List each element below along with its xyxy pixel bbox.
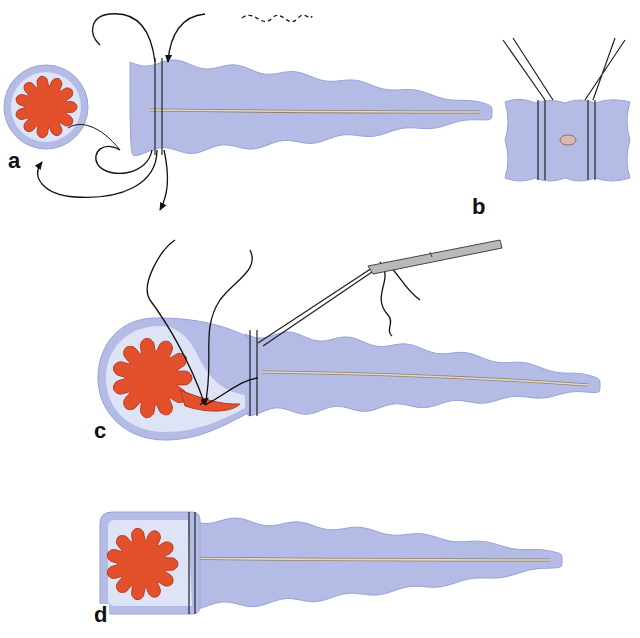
- mucosa: [180, 390, 240, 411]
- suture-line: [594, 100, 595, 180]
- panel-label: a: [6, 150, 22, 172]
- flap-b: [503, 38, 625, 100]
- lumen-opening: [560, 135, 576, 145]
- panel-label: d: [92, 604, 109, 626]
- lumen-line: [262, 372, 588, 385]
- panel-label: b: [470, 196, 487, 218]
- tube-flap: [245, 332, 600, 416]
- suture-line: [194, 512, 195, 614]
- stoma-ring: [4, 65, 88, 149]
- mucosa: [113, 338, 192, 417]
- lumen-line: [160, 558, 550, 560]
- stoma-inner: [11, 72, 81, 142]
- mucosa: [107, 528, 178, 599]
- suture-line: [161, 58, 162, 155]
- lumen-line: [160, 558, 550, 560]
- suture-line: [544, 100, 545, 180]
- stoma-inner: [108, 520, 192, 606]
- lumen-line: [262, 372, 588, 385]
- tube-flap: [190, 518, 562, 609]
- stoma-ring: [100, 512, 200, 614]
- tube-flap: [130, 60, 492, 156]
- lumen-line: [150, 110, 480, 112]
- mucosa: [16, 76, 77, 137]
- flap-square: [505, 99, 630, 181]
- suture-line: [188, 512, 189, 614]
- suture-line: [249, 330, 250, 416]
- threads-a: [38, 14, 312, 210]
- suture-line: [154, 58, 155, 155]
- stoma-layer: [4, 65, 250, 614]
- lumen-line: [150, 110, 480, 112]
- panel-label: c: [92, 420, 108, 442]
- suture-line: [537, 100, 538, 180]
- suture-line: [256, 330, 257, 416]
- suture-layer: [155, 58, 595, 614]
- suture-line: [587, 100, 588, 180]
- stoma-inner: [106, 326, 245, 432]
- needle-holder: [258, 240, 502, 346]
